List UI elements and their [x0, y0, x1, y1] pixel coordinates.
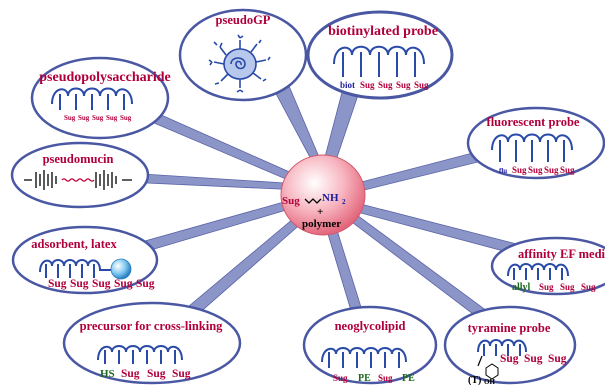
- pseudopoly-sug-4: Sug: [106, 114, 118, 122]
- crosslink-sug-2: Sug: [147, 368, 166, 380]
- pseudopoly-sug-2: Sug: [78, 114, 90, 122]
- fluor-sug-4: Sug: [560, 165, 575, 175]
- polymer-coil: [477, 339, 527, 353]
- pseudogp-title: pseudoGP: [216, 13, 271, 27]
- neogly-sug-1: Sug: [333, 373, 348, 383]
- fluor-head-label: flu: [499, 167, 507, 175]
- node-pseudopolysaccharide: pseudopolysaccharide Sug Sug Sug Sug Sug: [30, 56, 171, 140]
- neogly-pe-1: PE: [358, 373, 371, 384]
- adsorbent-sug-4: Sug: [114, 278, 133, 290]
- adsorbent-sug-2: Sug: [70, 278, 89, 290]
- tyramine-linker: [477, 355, 483, 367]
- neogly-title: neoglycolipid: [335, 319, 406, 333]
- affinity-sug-3: Sug: [581, 282, 596, 292]
- coil-pendants: [499, 140, 565, 162]
- affinity-title: affinity EF media: [518, 247, 605, 261]
- biotin-sug-3: Sug: [396, 80, 411, 90]
- fluor-title: fluorescent probe: [487, 115, 580, 129]
- pseudopoly-title: pseudopolysaccharide: [39, 70, 170, 85]
- coil-pendants: [342, 52, 416, 77]
- mucin-chain-icon: [24, 170, 132, 190]
- pseudomucin-title: pseudomucin: [43, 152, 114, 166]
- center-plus: +: [317, 206, 323, 218]
- pseudopoly-sug-1: Sug: [64, 114, 76, 122]
- polymer-coil: [333, 45, 425, 65]
- tyramine-tail-subscript: OH: [484, 378, 495, 385]
- node-adsorbent-latex: adsorbent, latex Sug Sug Sug Sug Sug: [11, 225, 159, 295]
- coil-pendants: [104, 350, 176, 364]
- pseudopoly-sug-3: Sug: [92, 114, 104, 122]
- neogly-sug-2: Sug: [378, 373, 393, 383]
- fluor-sug-2: Sug: [528, 165, 543, 175]
- crosslink-title: precursor for cross-linking: [80, 319, 224, 333]
- node-precursor-cross-linking: precursor for cross-linking HS Sug Sug S…: [62, 301, 242, 385]
- coil-pendants: [328, 352, 400, 368]
- latex-bead-icon: [110, 258, 132, 280]
- center-amine-subscript: 2: [342, 198, 346, 206]
- coil-pendants: [513, 268, 563, 280]
- node-affinity-ef-media: affinity EF media allyl Sug Sug Sug: [490, 236, 605, 296]
- center-sug-label: Sug: [282, 195, 300, 207]
- tyramine-tail-label: (T): [468, 375, 481, 385]
- polymer-coil: [51, 87, 133, 105]
- center-node: Sug NH 2 + polymer: [280, 154, 366, 236]
- adsorbent-title: adsorbent, latex: [31, 237, 117, 251]
- coil-pendants: [483, 344, 521, 356]
- biotin-sug-1: Sug: [360, 80, 375, 90]
- node-fluorescent-probe: fluorescent probe flu Sug Sug Sug Sug: [466, 106, 605, 180]
- biotin-head-label: biot: [340, 80, 355, 90]
- polymer-coil: [39, 259, 112, 273]
- biotin-sug-2: Sug: [378, 80, 393, 90]
- tyramine-sug-2: Sug: [524, 353, 543, 365]
- polymer-coil: [321, 347, 407, 363]
- tyramine-title: tyramine probe: [468, 321, 551, 335]
- affinity-sug-2: Sug: [560, 282, 575, 292]
- crosslink-head-label: HS: [100, 368, 115, 380]
- tyramine-sug-3: Sug: [548, 353, 567, 365]
- adsorbent-sug-1: Sug: [48, 278, 67, 290]
- node-tyramine-probe: tyramine probe Sug Sug Sug (T) OH: [443, 305, 577, 385]
- crosslink-sug-3: Sug: [172, 368, 191, 380]
- center-amine-label: NH: [322, 192, 339, 204]
- coil-pendants: [59, 94, 125, 110]
- center-polymer-label: polymer: [302, 218, 341, 230]
- glycoprotein-icon: [208, 34, 271, 93]
- biotin-title: biotinylated probe: [328, 24, 438, 39]
- node-pseudogp: pseudoGP: [178, 8, 308, 102]
- pseudopoly-sug-5: Sug: [120, 114, 132, 122]
- affinity-head-label: allyl: [512, 282, 531, 293]
- polymer-coil: [507, 263, 569, 277]
- tyramine-sug-1: Sug: [500, 353, 519, 365]
- polymer-coil: [97, 345, 183, 361]
- fluor-sug-3: Sug: [544, 165, 559, 175]
- phenol-ring-icon: [485, 363, 499, 380]
- adsorbent-sug-5: Sug: [136, 278, 155, 290]
- neogly-pe-2: PE: [402, 373, 415, 384]
- biotin-sug-4: Sug: [414, 80, 429, 90]
- fluor-sug-1: Sug: [512, 165, 527, 175]
- adsorbent-sug-3: Sug: [92, 278, 111, 290]
- affinity-sug-1: Sug: [539, 282, 554, 292]
- node-biotinylated-probe: biotinylated probe biot Sug Sug Sug Sug: [306, 10, 454, 100]
- node-neoglycolipid: neoglycolipid Sug PE Sug PE: [302, 305, 438, 385]
- crosslink-sug-1: Sug: [121, 368, 140, 380]
- center-linker: [304, 198, 322, 204]
- polymer-coil: [491, 133, 573, 151]
- node-pseudomucin: pseudomucin: [10, 141, 150, 209]
- coil-pendants: [45, 264, 95, 278]
